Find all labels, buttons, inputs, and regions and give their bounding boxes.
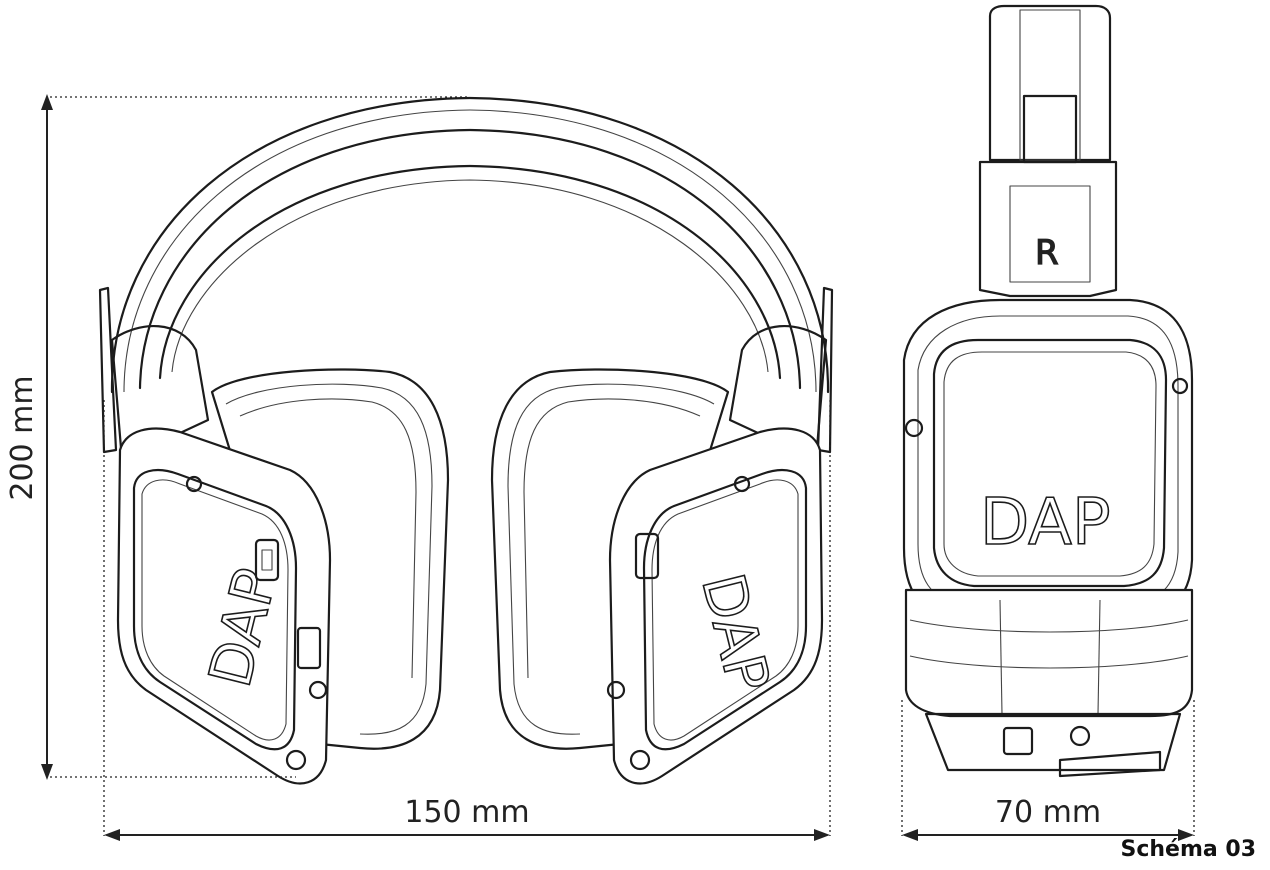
left-jack [308, 680, 328, 700]
left-switch [254, 538, 280, 582]
front-width-dimension: 150 mm [103, 400, 831, 841]
side-bottom-jack [1069, 725, 1091, 747]
height-label: 200 mm [5, 375, 40, 500]
front-width-label: 150 mm [404, 795, 529, 830]
side-slider-block [978, 160, 1118, 298]
height-arrow-top [41, 94, 53, 110]
left-plate-inner [141, 479, 289, 741]
side-width-dimension: 70 mm [901, 700, 1195, 841]
side-width-arrow-left [902, 829, 918, 841]
side-bottom-strip [1058, 750, 1162, 778]
front-view-headphones: DAP DAP [98, 96, 834, 785]
headband-mid [138, 128, 802, 390]
side-cushion-line-2 [909, 655, 1189, 669]
left-cushion-inner-2 [239, 398, 417, 679]
side-cushion-line-3 [999, 599, 1003, 715]
side-plate-inner [943, 351, 1157, 577]
right-jack [606, 680, 626, 700]
side-screw-1 [904, 418, 924, 438]
headband-inner-2 [171, 179, 769, 373]
headband-outer-2 [123, 109, 817, 393]
front-width-arrow-right [814, 829, 830, 841]
right-plate [642, 469, 808, 751]
left-screw-top [185, 475, 203, 493]
side-slider-inner [1009, 185, 1091, 283]
right-cushion-inner-2 [523, 398, 701, 679]
side-plate [932, 338, 1168, 588]
right-slider [816, 286, 834, 454]
headband-inner [158, 164, 782, 380]
side-screw-2 [1171, 377, 1189, 395]
right-yoke [728, 324, 828, 462]
headband-outer [110, 96, 830, 394]
height-dimension: 200 mm [5, 94, 470, 780]
side-width-arrow-right [1178, 829, 1194, 841]
right-screw-top [733, 475, 751, 493]
height-arrow-bottom [41, 764, 53, 780]
side-headband-strip [1019, 9, 1081, 161]
left-yoke [110, 324, 210, 462]
right-screw-bottom [629, 749, 651, 771]
left-slider [98, 286, 118, 454]
side-bottom-switch [1002, 726, 1034, 756]
figure-caption: Schéma 03 [1120, 837, 1256, 862]
left-plate [132, 469, 298, 751]
side-cushion-line-1 [909, 619, 1189, 633]
right-housing [608, 427, 824, 785]
right-switch [634, 532, 660, 580]
right-plate-inner [651, 479, 799, 741]
left-housing [116, 427, 332, 785]
right-cushion-inner [507, 383, 715, 735]
side-headband-top [988, 4, 1112, 162]
side-r-marker: R [1035, 233, 1059, 273]
left-cushion-inner [225, 383, 433, 735]
side-view-headphones: R DAP [902, 4, 1194, 778]
side-cushion-line-4 [1097, 599, 1101, 715]
side-width-label: 70 mm [995, 795, 1101, 830]
side-logo: DAP [980, 486, 1111, 560]
left-screw-bottom [285, 749, 307, 771]
left-switch-knob [261, 549, 273, 571]
front-width-arrow-left [104, 829, 120, 841]
side-cushion [904, 588, 1194, 718]
side-headband-slot [1022, 94, 1078, 164]
side-bottom-panel [924, 712, 1182, 772]
left-button [296, 626, 322, 670]
